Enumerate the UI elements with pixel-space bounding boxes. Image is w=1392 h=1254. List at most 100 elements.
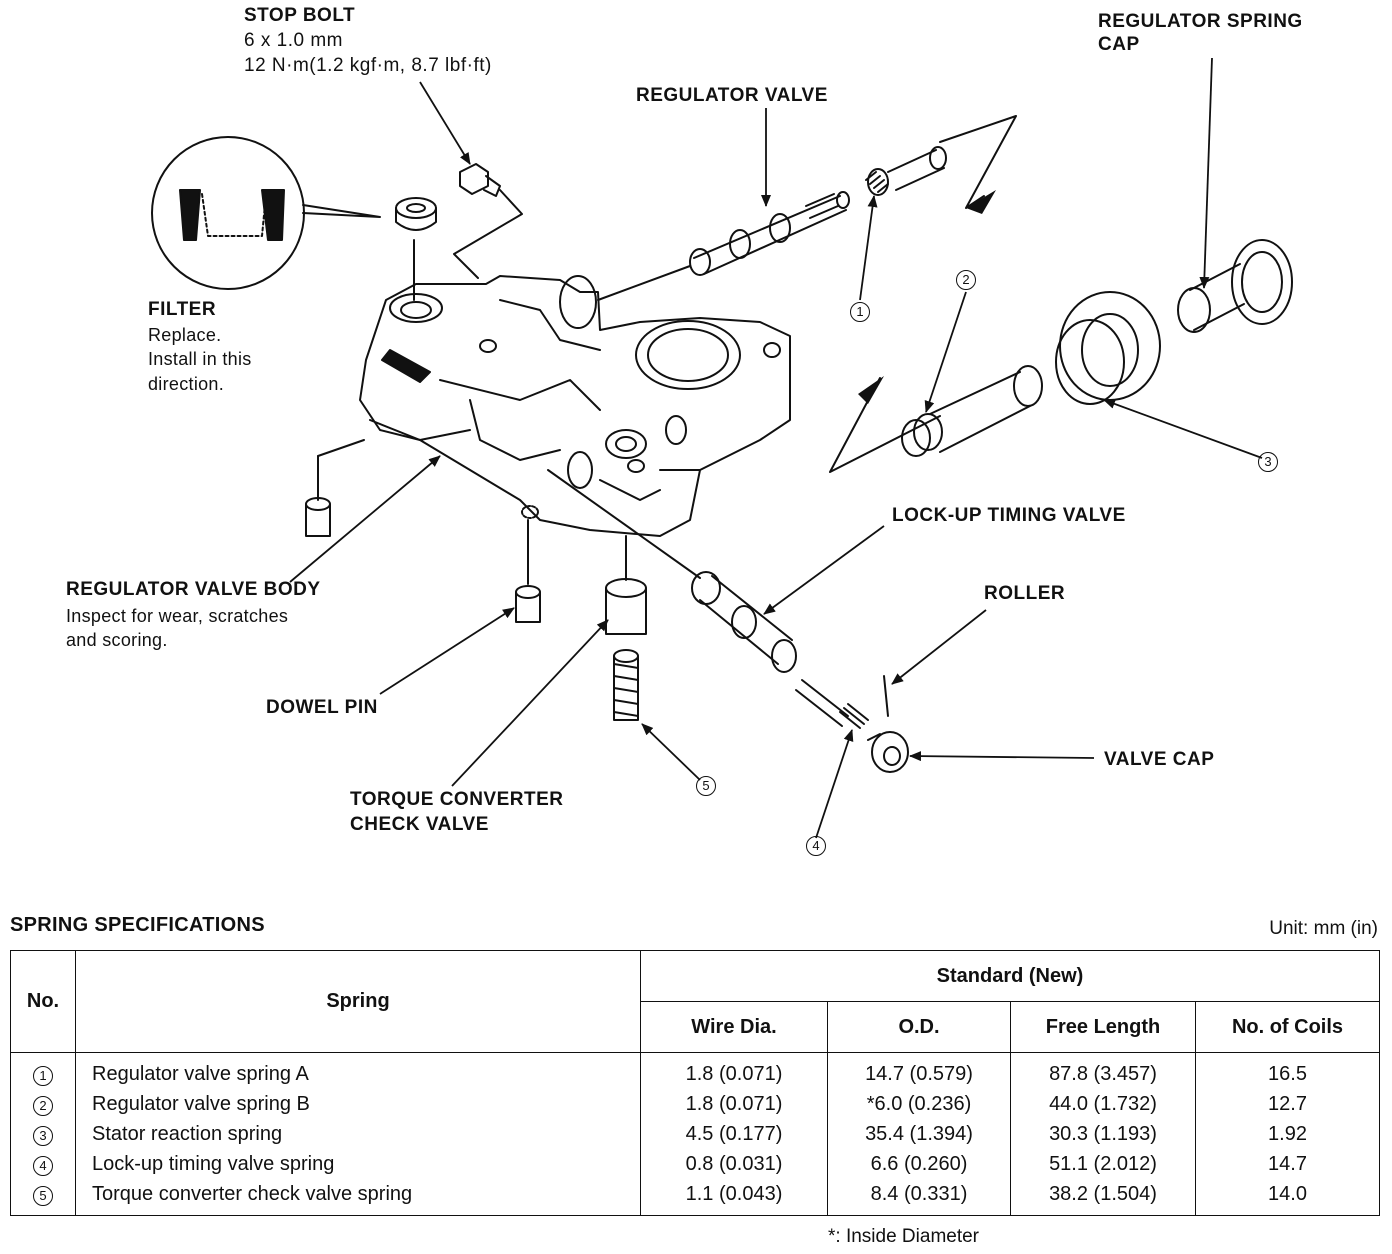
filter-note-2: Install in this — [148, 349, 252, 369]
row-number: 2 — [33, 1095, 53, 1116]
od: 8.4 (0.331) — [827, 1179, 1011, 1216]
roller-label: ROLLER — [984, 583, 1066, 604]
stop-bolt-part — [453, 163, 523, 279]
roller-part — [883, 675, 889, 717]
regulator-valve-body-label: REGULATOR VALVE BODY — [66, 579, 321, 600]
leader-callout-2 — [924, 291, 967, 413]
stator-reaction-spring-part — [1055, 291, 1161, 405]
table-row: 1 Regulator valve spring A 1.8 (0.071) 1… — [10, 1052, 1380, 1089]
wire-dia: 1.1 (0.043) — [640, 1179, 828, 1216]
regulator-spring-cap-label-1: REGULATOR SPRING — [1098, 11, 1303, 32]
row-number: 3 — [33, 1125, 53, 1146]
direction-marker-top — [939, 115, 1017, 209]
free-length: 87.8 (3.457) — [1010, 1052, 1196, 1089]
callout-4: 4 — [806, 836, 826, 856]
header-standard: Standard (New) — [640, 950, 1380, 1002]
leader-roller — [891, 609, 987, 685]
row-number: 4 — [33, 1155, 53, 1176]
header-no: No. — [10, 950, 76, 1053]
spring-name: Regulator valve spring B — [75, 1089, 641, 1119]
leader-stop-bolt — [419, 81, 471, 165]
torque-converter-label-1: TORQUE CONVERTER — [350, 789, 564, 810]
callout-1: 1 — [850, 302, 870, 322]
od: *6.0 (0.236) — [827, 1089, 1011, 1119]
leader-dowel-pin — [379, 607, 515, 695]
valve-body-note-2: and scoring. — [66, 630, 168, 650]
free-length: 44.0 (1.732) — [1010, 1089, 1196, 1119]
no-of-coils: 12.7 — [1195, 1089, 1380, 1119]
callout-2: 2 — [956, 270, 976, 290]
lockup-timing-valve-part — [547, 469, 869, 729]
leader-callout-3 — [1103, 399, 1263, 459]
dowel-pin-label: DOWEL PIN — [266, 697, 378, 718]
spring-name: Regulator valve spring A — [75, 1052, 641, 1089]
spring-name: Torque converter check valve spring — [75, 1179, 641, 1216]
regulator-spring-cap-part — [1177, 239, 1293, 333]
stop-bolt-size: 6 x 1.0 mm — [244, 30, 343, 51]
leader-lockup-timing — [763, 525, 885, 615]
regulator-spring-a-part — [865, 146, 947, 196]
free-length: 51.1 (2.012) — [1010, 1149, 1196, 1179]
valve-cap-label: VALVE CAP — [1104, 749, 1215, 770]
spring-name: Lock-up timing valve spring — [75, 1149, 641, 1179]
no-of-coils: 14.0 — [1195, 1179, 1380, 1216]
filter-part — [395, 197, 437, 301]
dowel-pin-left — [305, 439, 365, 537]
header-od: O.D. — [827, 1001, 1011, 1053]
spring-name: Stator reaction spring — [75, 1119, 641, 1149]
leader-valve-body — [289, 455, 441, 583]
leader-torque-converter — [451, 619, 609, 787]
free-length: 30.3 (1.193) — [1010, 1119, 1196, 1149]
header-no-of-coils: No. of Coils — [1195, 1001, 1380, 1053]
filter-label: FILTER — [148, 299, 217, 320]
filter-note-3: direction. — [148, 374, 225, 394]
spec-title: SPRING SPECIFICATIONS — [10, 914, 265, 936]
header-free-length: Free Length — [1010, 1001, 1196, 1053]
exploded-diagram — [151, 57, 1293, 839]
torque-converter-check-valve-part — [605, 535, 647, 721]
wire-dia: 4.5 (0.177) — [640, 1119, 828, 1149]
direction-marker-bottom — [829, 377, 941, 473]
row-number: 5 — [33, 1185, 53, 1206]
wire-dia: 0.8 (0.031) — [640, 1149, 828, 1179]
table-row: 3 Stator reaction spring 4.5 (0.177) 35.… — [10, 1119, 1380, 1149]
callout-3: 3 — [1258, 452, 1278, 472]
torque-converter-label-2: CHECK VALVE — [350, 814, 489, 835]
lockup-timing-valve-label: LOCK-UP TIMING VALVE — [892, 505, 1126, 526]
valve-body-note-1: Inspect for wear, scratches — [66, 606, 289, 626]
regulator-spring-cap-label-2: CAP — [1098, 34, 1140, 55]
leader-spring-cap — [1199, 57, 1213, 289]
filter-note-1: Replace. — [148, 325, 222, 345]
callout-5: 5 — [696, 776, 716, 796]
regulator-valve-label: REGULATOR VALVE — [636, 85, 828, 106]
table-row: 5 Torque converter check valve spring 1.… — [10, 1179, 1380, 1216]
table-row: 4 Lock-up timing valve spring 0.8 (0.031… — [10, 1149, 1380, 1179]
valve-cap-part — [867, 731, 909, 773]
wire-dia: 1.8 (0.071) — [640, 1089, 828, 1119]
regulator-spring-b-part — [901, 365, 1043, 457]
leader-callout-4 — [815, 729, 854, 839]
header-wire-dia: Wire Dia. — [640, 1001, 828, 1053]
od: 6.6 (0.260) — [827, 1149, 1011, 1179]
no-of-coils: 14.7 — [1195, 1149, 1380, 1179]
no-of-coils: 16.5 — [1195, 1052, 1380, 1089]
dowel-pin-lower — [515, 519, 541, 623]
leader-valve-cap — [909, 751, 1095, 762]
stop-bolt-label: STOP BOLT — [244, 5, 356, 26]
filter-detail-view — [151, 136, 381, 290]
spring-spec-table: No. Spring Standard (New) Wire Dia. O.D.… — [10, 950, 1380, 1216]
od: 35.4 (1.394) — [827, 1119, 1011, 1149]
regulator-valve-body — [359, 265, 791, 537]
footnote: *: Inside Diameter — [828, 1226, 980, 1247]
header-spring: Spring — [75, 950, 641, 1053]
row-number: 1 — [33, 1065, 53, 1086]
od: 14.7 (0.579) — [827, 1052, 1011, 1089]
table-row: 2 Regulator valve spring B 1.8 (0.071) *… — [10, 1089, 1380, 1119]
leader-callout-1 — [859, 195, 878, 301]
leader-callout-5 — [641, 723, 701, 781]
no-of-coils: 1.92 — [1195, 1119, 1380, 1149]
regulator-valve-part — [689, 191, 850, 276]
spec-unit: Unit: mm (in) — [1269, 918, 1378, 939]
stop-bolt-torque: 12 N·m(1.2 kgf·m, 8.7 lbf·ft) — [244, 55, 492, 76]
wire-dia: 1.8 (0.071) — [640, 1052, 828, 1089]
